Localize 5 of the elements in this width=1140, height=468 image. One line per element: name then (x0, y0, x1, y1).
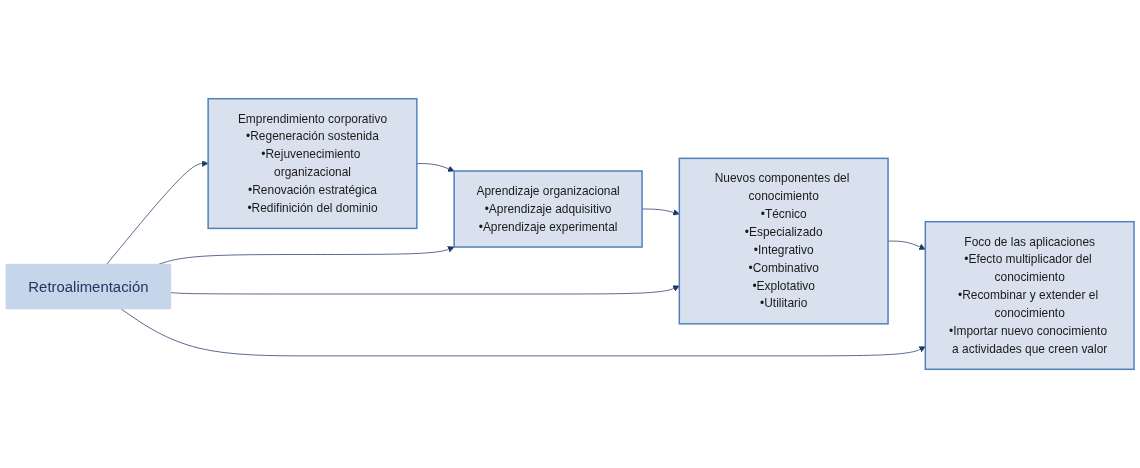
node-box: Foco de las aplicaciones •Efecto multiplicador del conocimiento •Recombinar y extender el conocimiento •Importar nuevo conocimiento a actividades que creen valor (924, 220, 1135, 371)
node-box: Nuevos componentes del conocimiento •Técnico •Especializado •Integrativo •Combinativo •Explotativo •Utilitario (678, 157, 889, 325)
node-box: Emprendimiento corporativo •Regeneración sostenida •Rejuvenecimiento organizacional •Renovación estratégica •Redifinición del dominio (207, 97, 418, 230)
node-box: Retroalimentación (5, 263, 172, 310)
node-box: Aprendizaje organizacional •Aprendizaje adquisitivo •Aprendizaje experimental (453, 170, 643, 248)
